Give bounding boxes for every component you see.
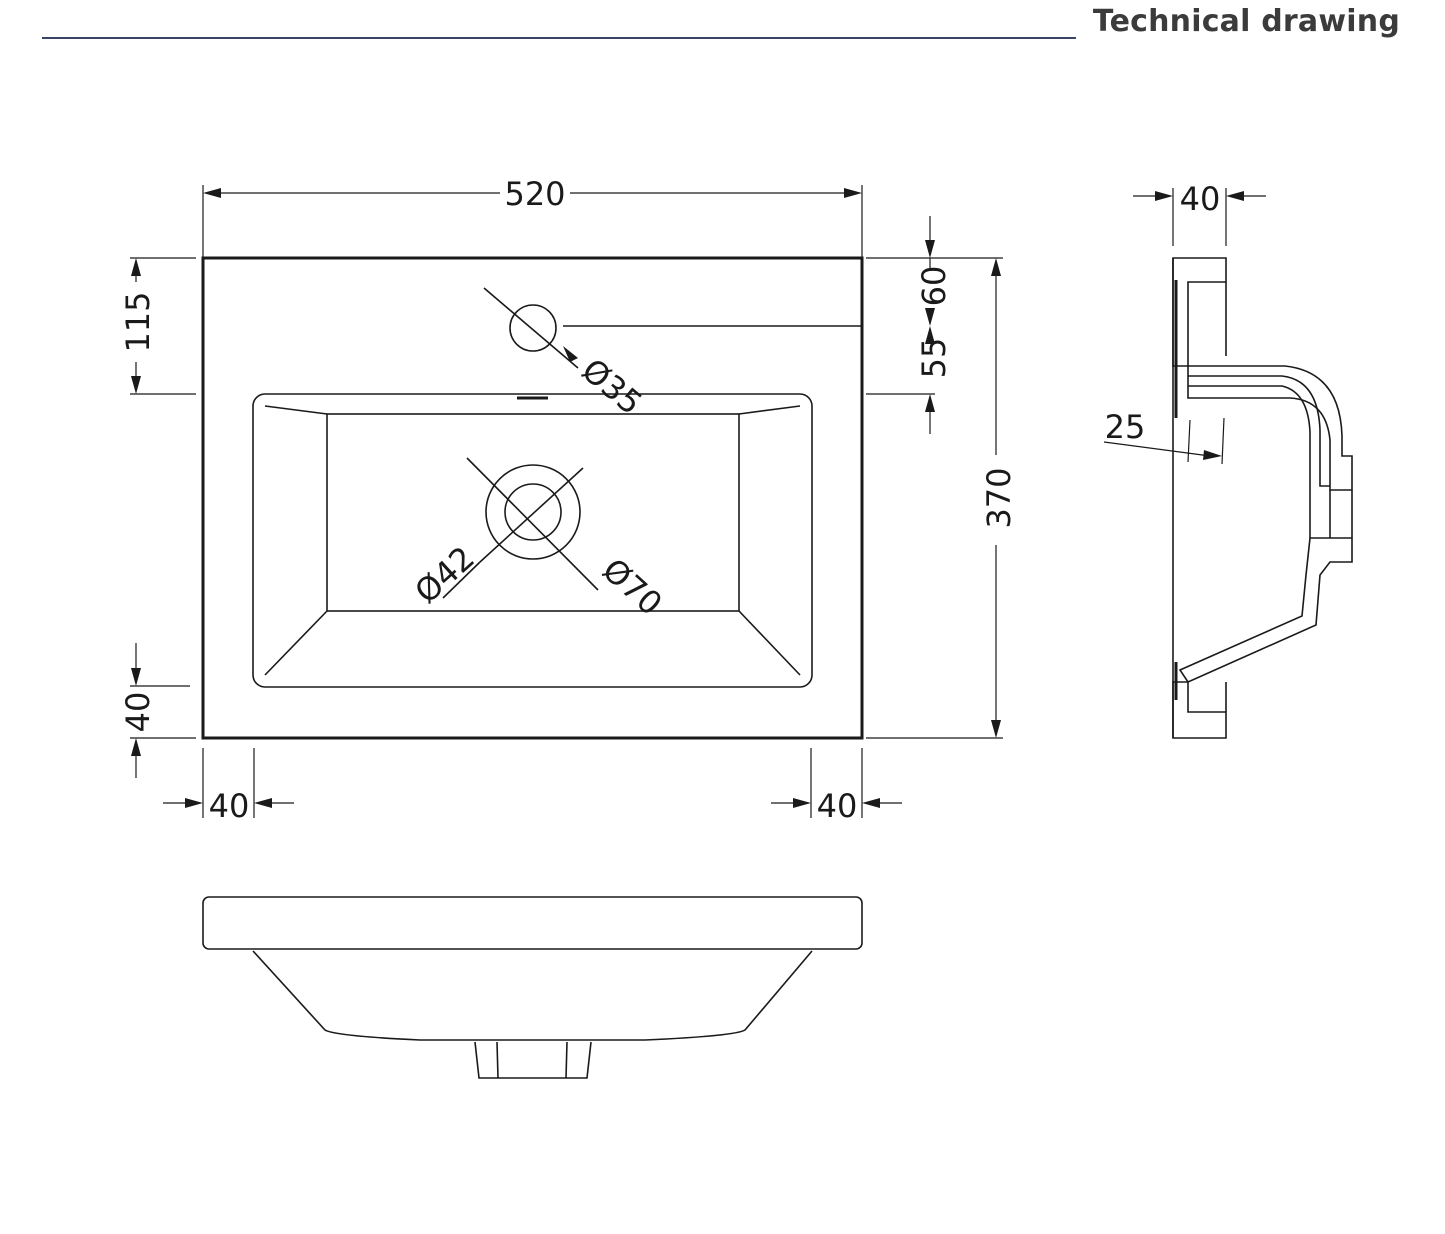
dim-overflow: 25 <box>1103 408 1225 465</box>
waste-inner <box>504 483 562 541</box>
page-title: Technical drawing <box>1092 4 1400 39</box>
dim-label-tap-diameter: Ø35 <box>575 351 650 422</box>
dim-right-rim: 40 <box>771 748 902 825</box>
waste-outer <box>485 464 581 560</box>
dim-label-40-left: 40 <box>209 787 250 825</box>
dim-label-waste-outer: Ø70 <box>595 551 669 623</box>
side-section-view <box>1172 257 1353 739</box>
dim-front-rim: 40 <box>119 643 196 778</box>
header-divider <box>42 37 1076 39</box>
dim-overall-depth: 370 <box>866 257 1018 739</box>
bowl-opening <box>252 393 813 688</box>
bowl-floor <box>326 413 740 612</box>
dim-label-40-right: 40 <box>817 787 858 825</box>
dim-tap-position: 60 55 <box>866 216 953 434</box>
dim-label-520: 520 <box>504 175 565 213</box>
dim-label-55: 55 <box>915 338 953 379</box>
dim-label-115: 115 <box>119 291 157 352</box>
plan-view <box>201 256 864 740</box>
dim-label-40-side: 40 <box>1180 180 1221 218</box>
dim-tap-hole-offset: 115 <box>119 257 196 395</box>
dim-left-rim: 40 <box>163 748 294 825</box>
dim-label-370: 370 <box>980 467 1018 528</box>
dim-label-40-front: 40 <box>119 692 157 733</box>
dim-label-25: 25 <box>1105 408 1146 446</box>
front-rim <box>202 896 863 950</box>
dim-label-60: 60 <box>915 266 953 307</box>
front-elevation <box>202 896 863 1079</box>
dim-overall-width: 520 <box>202 175 863 258</box>
dim-label-waste-inner: Ø42 <box>407 539 481 611</box>
basin-outline <box>201 256 864 740</box>
dim-side-rim: 40 <box>1133 180 1266 246</box>
tap-hole <box>509 304 557 352</box>
